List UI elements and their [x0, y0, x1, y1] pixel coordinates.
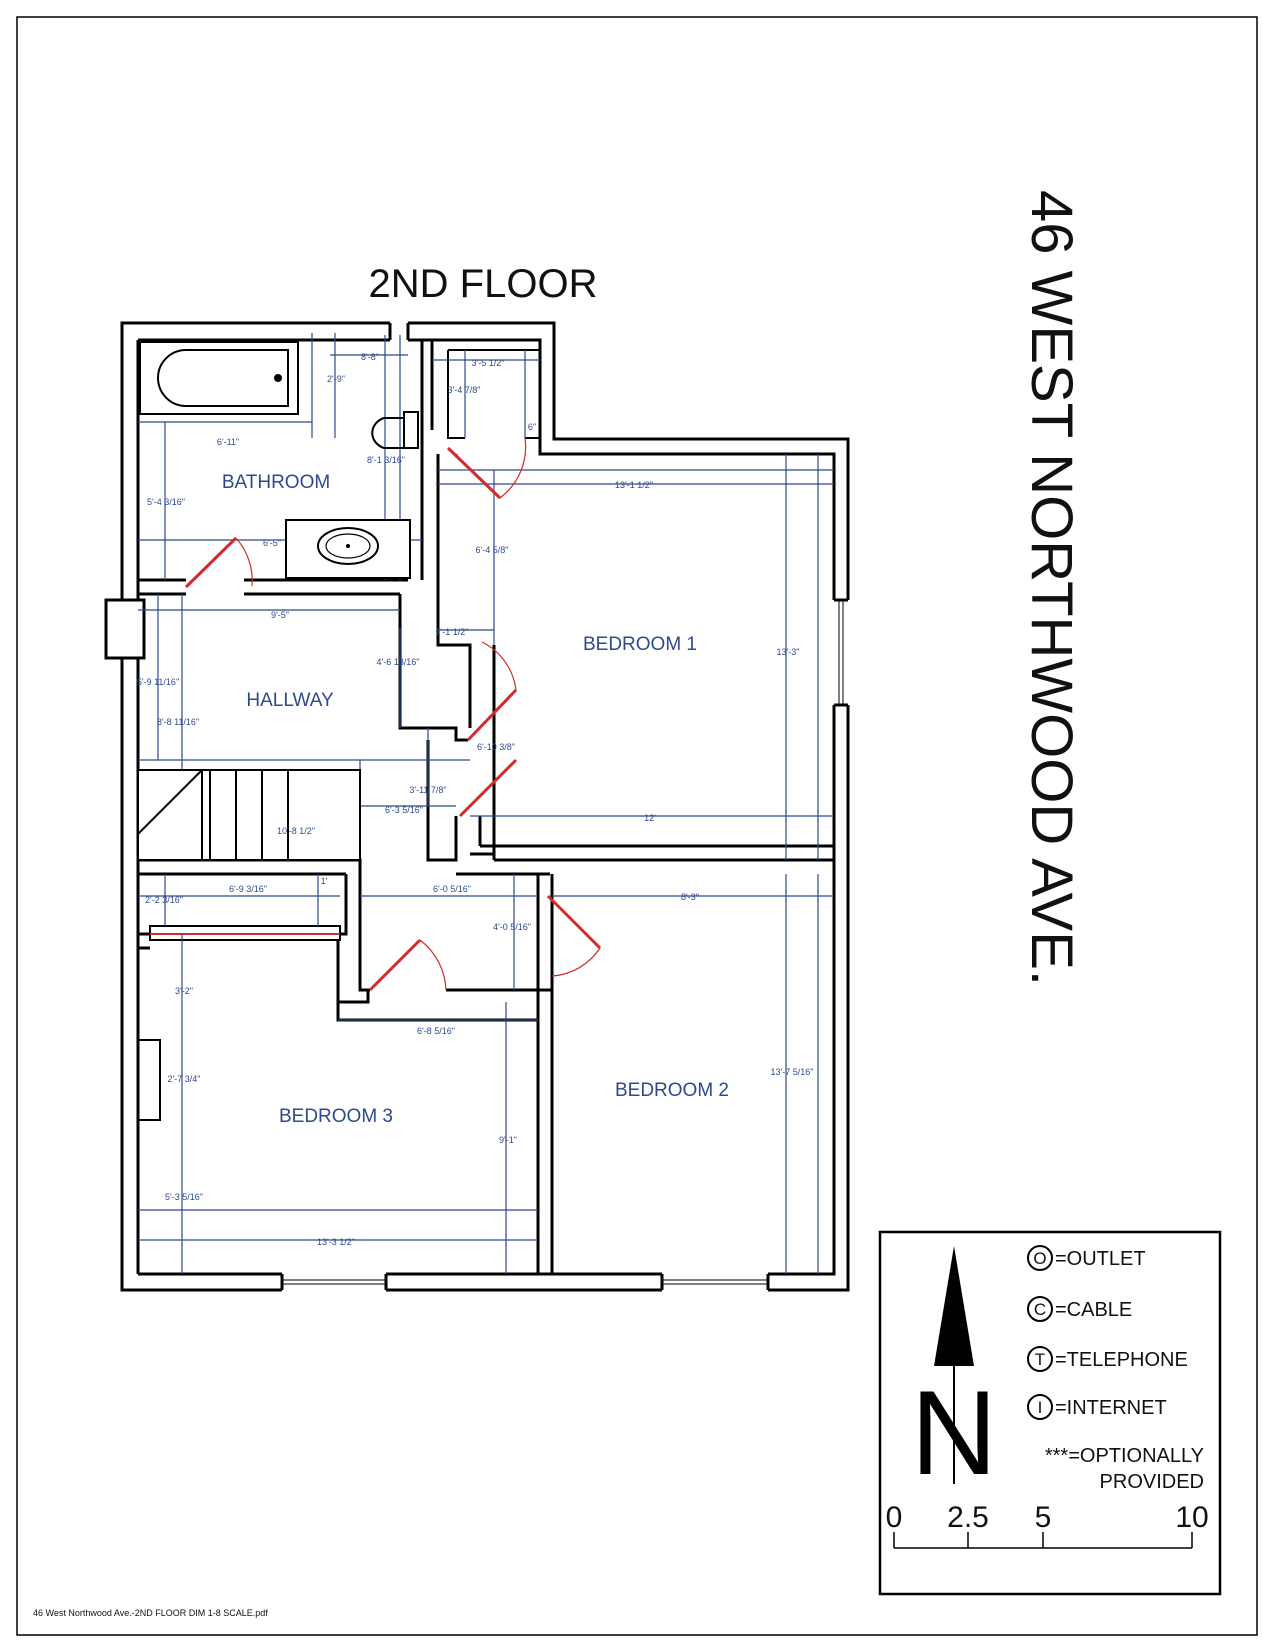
dimension-lines: [138, 333, 834, 1274]
dim-label: 5'-3 5/16": [165, 1192, 203, 1202]
dim-label: 4'-6 13/16": [377, 657, 420, 667]
dim-label: 2'-7 3/4": [168, 1074, 201, 1084]
dim-label: 4'-0 5/16": [493, 922, 531, 932]
footer-filename: 46 West Northwood Ave.-2ND FLOOR DIM 1-8…: [33, 1608, 268, 1618]
sheet-border: [16, 16, 1258, 1636]
toilet: [371, 411, 419, 449]
dim-label: 13'-1 1/2": [615, 480, 653, 490]
dim-label: 2'-2 3/16": [145, 895, 183, 905]
svg-text:I: I: [1038, 1398, 1043, 1417]
scale-tick-label: 10: [1175, 1501, 1208, 1534]
dim-label: 6'-9 3/16": [229, 884, 267, 894]
dim-label: 6'-0 5/16": [433, 884, 471, 894]
legend-optional-2: PROVIDED: [1100, 1471, 1204, 1493]
bathroom-vanity: [285, 519, 411, 579]
staircase: [137, 769, 361, 861]
dim-label: 3'-5 1/2": [472, 358, 505, 368]
room-label-bathroom: BATHROOM: [222, 472, 330, 493]
cable-symbol-icon: [1027, 1296, 1053, 1322]
dim-label: 12': [644, 813, 656, 823]
dim-label: 9'-1": [499, 1135, 517, 1145]
dim-label: 6'-5": [263, 538, 281, 548]
legend-telephone: =TELEPHONE: [1055, 1349, 1188, 1371]
north-letter: N: [911, 1366, 998, 1500]
dim-label: 13'-7 5/16": [771, 1067, 814, 1077]
scale-tick-label: 2.5: [947, 1501, 989, 1534]
dim-label: 6'-8 5/16": [417, 1026, 455, 1036]
dim-label: 8'-8": [361, 352, 379, 362]
svg-text:T: T: [1035, 1350, 1045, 1369]
scale-bar: 0 2.5 5 10: [886, 1501, 1209, 1549]
room-label-hallway: HALLWAY: [246, 690, 334, 711]
outlet-symbol-icon: [1027, 1245, 1053, 1271]
dim-label: 5'-4 3/16": [147, 497, 185, 507]
dim-label: 3'-2": [175, 986, 193, 996]
dim-label: 2'-9": [327, 374, 345, 384]
svg-text:C: C: [1034, 1300, 1046, 1319]
room-label-bedroom-3: BEDROOM 3: [279, 1106, 393, 1127]
dim-label: 6'-4 5/8": [476, 545, 509, 555]
dim-label: 3'-11 7/8": [409, 785, 446, 795]
dim-label: 9'-5": [271, 610, 289, 620]
dim-label: 8'-1 3/16": [367, 455, 405, 465]
dim-label: 8'-3": [681, 892, 699, 902]
room-label-bedroom-1: BEDROOM 1: [583, 634, 697, 655]
address-label: 46 WEST NORTHWOOD AVE.: [1019, 190, 1084, 986]
dim-label: 13'-3": [777, 647, 800, 657]
doors: [184, 437, 602, 992]
dim-label: 1': [321, 876, 328, 886]
scale-tick-label: 5: [1035, 1501, 1052, 1534]
legend-box: N O =OUTLET C =CABLE T =TELEPHONE I =INT…: [878, 1230, 1222, 1596]
dim-label: 1'-1 1/2": [436, 627, 469, 637]
exterior-walls: [104, 321, 850, 1292]
scale-tick-label: 0: [886, 1501, 903, 1534]
svg-text:O: O: [1033, 1249, 1046, 1268]
legend-outlet: =OUTLET: [1055, 1248, 1146, 1270]
north-arrow-icon: N: [911, 1246, 998, 1500]
dimension-labels: 8'-8" 2'-9" 6'-11" 5'-4 3/16" 8'-1 3/16"…: [137, 352, 814, 1247]
floor-title: 2ND FLOOR: [369, 262, 598, 306]
legend-internet: =INTERNET: [1055, 1397, 1167, 1419]
dim-label: 6'-3 5/16": [385, 805, 423, 815]
legend-cable: =CABLE: [1055, 1299, 1132, 1321]
dim-label: 6'-11": [217, 437, 239, 447]
dim-label: 3'-4 7/8": [448, 385, 481, 395]
internet-symbol-icon: [1027, 1394, 1053, 1420]
telephone-symbol-icon: [1027, 1346, 1053, 1372]
dim-label: 6": [528, 422, 536, 432]
dim-label: 10'-8 1/2": [277, 826, 315, 836]
dim-label: 5'-9 11/16": [137, 677, 179, 687]
bathtub: [139, 341, 299, 415]
room-label-bedroom-2: BEDROOM 2: [615, 1080, 729, 1101]
legend-optional-1: ***=OPTIONALLY: [1045, 1445, 1204, 1467]
dim-label: 8'-8 11/16": [157, 717, 199, 727]
dim-label: 13'-3 1/2": [317, 1237, 355, 1247]
dim-label: 6'-10 3/8": [477, 742, 515, 752]
